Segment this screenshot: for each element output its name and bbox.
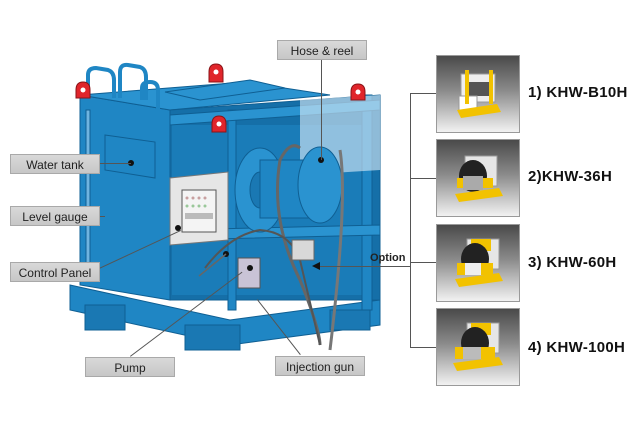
option-bracket-4 — [410, 347, 436, 348]
pump-model-label-4: 4) KHW-100H — [528, 339, 626, 356]
level-gauge-leader — [99, 216, 105, 217]
pump-model-label-2: 2)KHW-36H — [528, 168, 613, 185]
hose-reel-leader — [321, 60, 322, 160]
pump-model-label-1: 1) KHW-B10H — [528, 84, 628, 101]
callout-level-gauge: Level gauge — [10, 206, 100, 226]
option-label: Option — [370, 252, 406, 264]
option-bracket-vertical — [410, 93, 411, 347]
callout-water-tank: Water tank — [10, 154, 100, 174]
pump-model-image-4 — [436, 308, 520, 386]
callout-hose-reel: Hose & reel — [277, 40, 367, 60]
pump-model-image-3 — [436, 224, 520, 302]
option-bracket-3 — [410, 262, 436, 263]
option-arrow-line — [318, 266, 410, 267]
option-arrow-icon — [312, 262, 320, 270]
pump-model-label-3: 3) KHW-60H — [528, 254, 617, 271]
option-bracket-1 — [410, 93, 436, 94]
pump-model-image-1 — [436, 55, 520, 133]
callout-pump: Pump — [85, 357, 175, 377]
callout-control-panel: Control Panel — [10, 262, 100, 282]
option-bracket-2 — [410, 178, 436, 179]
water-tank-leader — [99, 163, 131, 164]
callout-injection-gun: Injection gun — [275, 356, 365, 376]
pump-model-image-2 — [436, 139, 520, 217]
